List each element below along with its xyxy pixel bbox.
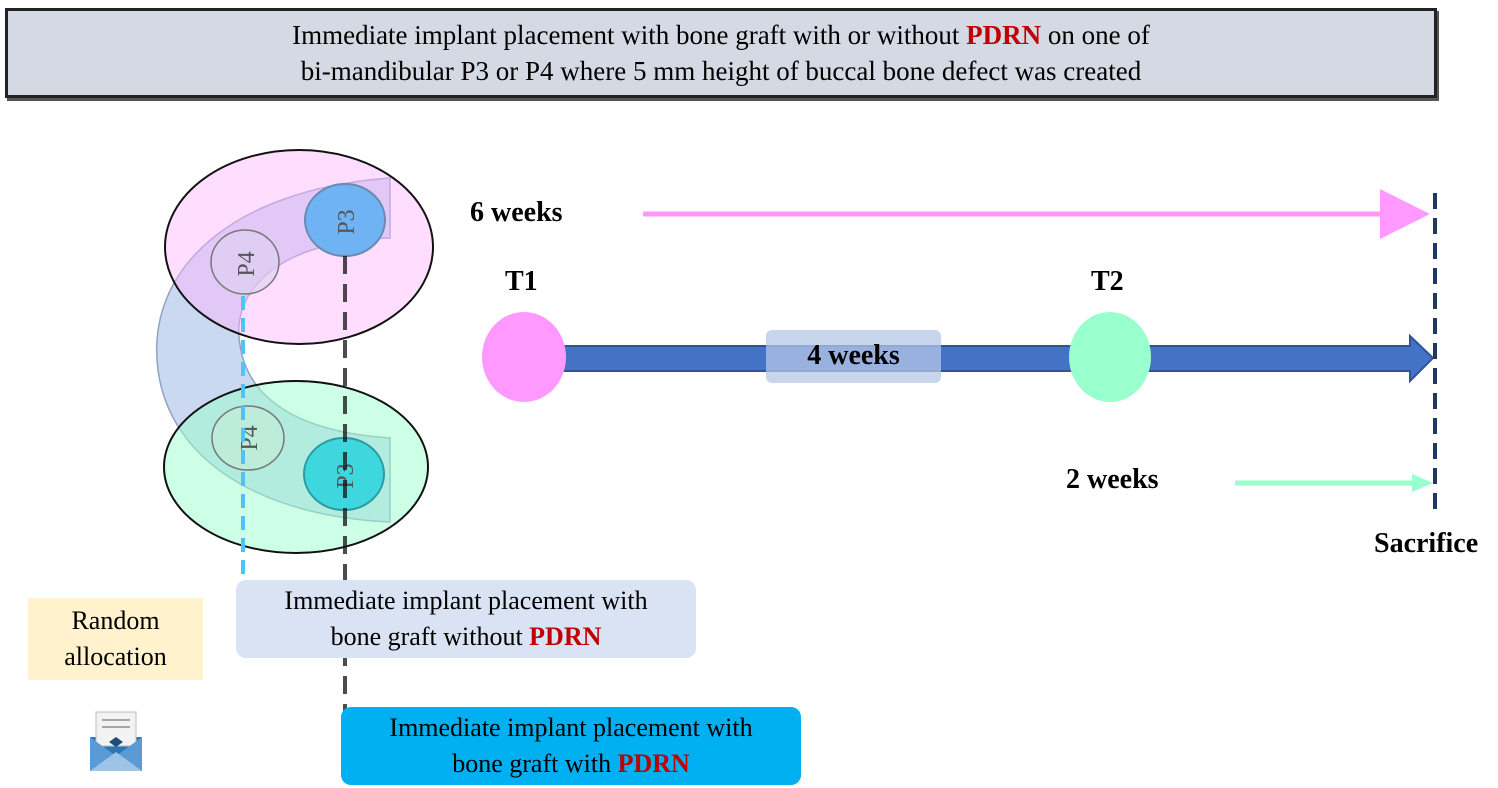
banner-line-1: Immediate implant placement with bone gr… <box>292 17 1150 53</box>
four-weeks-box <box>766 330 941 383</box>
pdrn-highlight: PDRN <box>966 20 1042 50</box>
lower-jaw-ellipse <box>163 380 429 554</box>
t1-label: T1 <box>505 266 538 297</box>
group-without-text: bone graft without <box>330 622 523 651</box>
banner-text: Immediate implant placement with bone gr… <box>292 20 960 50</box>
t2-marker <box>1069 312 1151 402</box>
pdrn-highlight: PDRN <box>529 622 602 651</box>
upper-p4-tooth <box>210 229 280 295</box>
banner-line-2: bi-mandibular P3 or P4 where 5 mm height… <box>300 56 1142 86</box>
two-weeks-label: 2 weeks <box>1066 464 1159 495</box>
envelope-icon <box>90 711 142 771</box>
t1-marker <box>482 312 566 402</box>
timeline-arrow <box>547 333 1435 384</box>
group-without-line-2: bone graft without PDRN <box>331 619 602 655</box>
four-weeks-label: 4 weeks <box>807 340 900 371</box>
sacrifice-label: Sacrifice <box>1374 528 1479 559</box>
group-without-line-1: Immediate implant placement with <box>284 586 648 615</box>
group-with-pdrn-box: Immediate implant placement with bone gr… <box>341 707 801 785</box>
pdrn-highlight: PDRN <box>617 749 690 778</box>
six-weeks-label: 6 weeks <box>470 197 563 228</box>
random-allocation-line-2: allocation <box>64 642 167 671</box>
header-banner: Immediate implant placement with bone gr… <box>5 8 1437 98</box>
lower-p4-label: P4 <box>237 425 263 450</box>
group-with-line-2: bone graft with PDRN <box>452 746 690 782</box>
two-weeks-arrowhead <box>1412 474 1433 492</box>
lower-p4-tooth <box>211 405 285 471</box>
upper-p4-label: P4 <box>234 251 260 276</box>
random-allocation-line-1: Random <box>71 606 160 635</box>
upper-jaw-ellipse <box>164 149 434 345</box>
upper-p3-label: P3 <box>334 209 360 234</box>
banner-text: on one of <box>1047 20 1150 50</box>
group-with-line-1: Immediate implant placement with <box>389 713 753 742</box>
group-with-text: bone graft with <box>452 749 612 778</box>
t2-label: T2 <box>1091 266 1124 297</box>
group-without-pdrn-box: Immediate implant placement with bone gr… <box>236 580 696 658</box>
random-allocation-box: Random allocation <box>28 598 203 680</box>
